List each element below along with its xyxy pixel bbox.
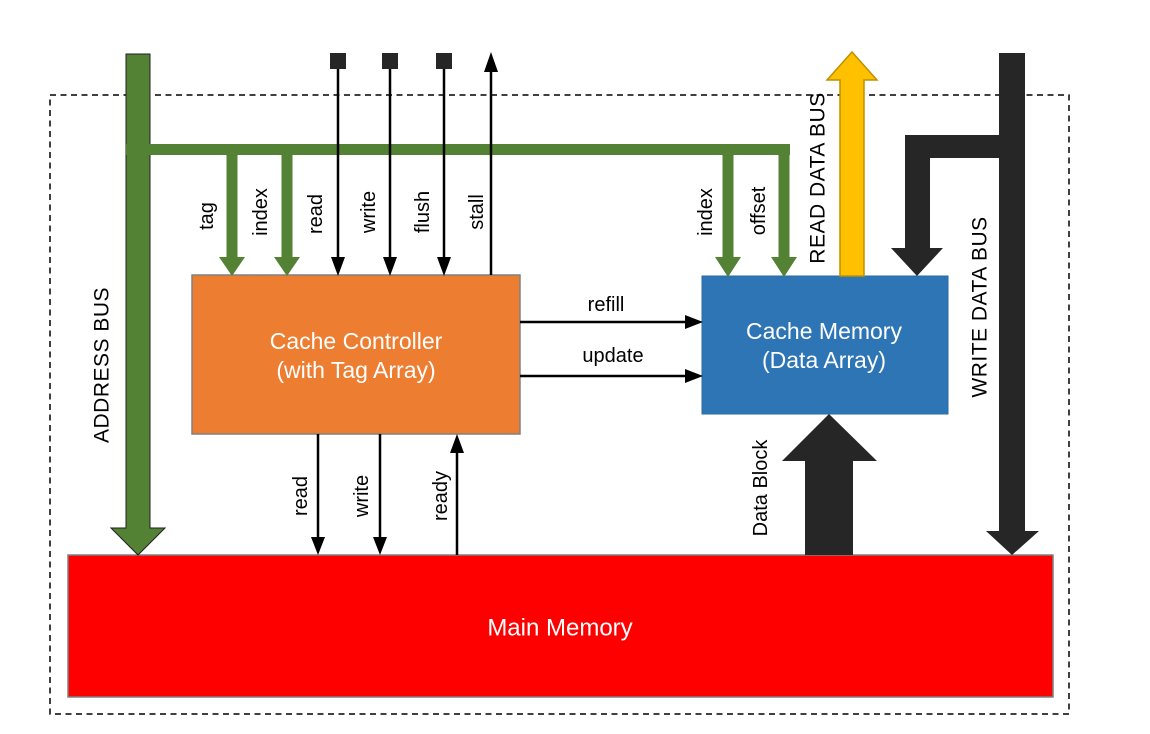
ready-label: ready <box>430 471 452 521</box>
data-block-arrow-head <box>782 414 877 461</box>
read-top-label: read <box>305 194 327 234</box>
update-arrow-head <box>685 369 703 383</box>
data-block-label: Data Block <box>750 439 772 537</box>
tag-arrow-head <box>219 257 245 276</box>
write-data-bus-label: WRITE DATA BUS <box>969 216 992 397</box>
index-left-arrow-shaft <box>281 155 293 258</box>
offset-label: offset <box>748 186 770 235</box>
cache-controller-title: Cache Controller <box>270 328 443 354</box>
write-data-bus-group <box>782 53 1039 555</box>
index-left-label: index <box>250 188 272 236</box>
index-right-arrow-shaft <box>722 155 734 258</box>
write-bus-branch-shaft <box>905 135 930 248</box>
data-block-arrow-shaft <box>805 458 853 555</box>
read-data-bus-label: READ DATA BUS <box>807 92 830 263</box>
write-bottom-arrow-head <box>373 537 387 555</box>
main-memory-title: Main Memory <box>487 615 632 642</box>
address-bus-horizontal-trunk <box>126 144 790 155</box>
write-data-bus-shaft <box>999 53 1025 531</box>
write-bus-branch-head <box>891 248 943 276</box>
read-data-bus-arrow <box>825 50 879 277</box>
tag-label: tag <box>196 202 218 230</box>
address-bus-arrow <box>109 53 167 556</box>
read-bottom-label: read <box>290 476 312 516</box>
refill-label: refill <box>588 294 625 316</box>
flush-signal-terminal <box>436 53 452 69</box>
read-bottom-arrow-head <box>311 537 325 555</box>
write-data-bus-head <box>986 531 1039 555</box>
main-memory-box <box>67 554 1054 698</box>
update-label: update <box>582 345 643 367</box>
cache-memory-box <box>701 275 949 415</box>
ready-arrow-head <box>450 434 464 453</box>
stall-label: stall <box>466 194 488 230</box>
cache-memory-subtitle: (Data Array) <box>762 347 886 373</box>
stall-arrow-head <box>484 52 498 72</box>
offset-arrow-shaft <box>778 155 790 258</box>
write-signal-terminal <box>382 53 398 69</box>
read-top-arrow-head <box>331 257 345 276</box>
flush-label: flush <box>412 191 434 233</box>
cache-controller-subtitle: (with Tag Array) <box>276 357 435 383</box>
index-right-label: index <box>695 188 717 236</box>
read-signal-terminal <box>330 53 346 69</box>
write-bottom-label: write <box>351 475 373 518</box>
cache-memory-title: Cache Memory <box>746 318 902 344</box>
address-bus-arrow-group <box>109 53 797 556</box>
tag-arrow-shaft <box>226 155 238 258</box>
system-boundary-dashed-border <box>49 94 1070 715</box>
cache-controller-box <box>191 274 521 435</box>
write-top-label: write <box>358 191 380 234</box>
index-left-arrow-head <box>274 257 300 276</box>
write-top-arrow-head <box>383 257 397 276</box>
control-signals-group <box>311 52 703 555</box>
offset-arrow-head <box>771 257 797 277</box>
address-bus-label: ADDRESS BUS <box>91 287 114 443</box>
flush-arrow-head <box>437 257 451 276</box>
index-right-arrow-head <box>715 257 741 277</box>
refill-arrow-head <box>685 315 703 329</box>
